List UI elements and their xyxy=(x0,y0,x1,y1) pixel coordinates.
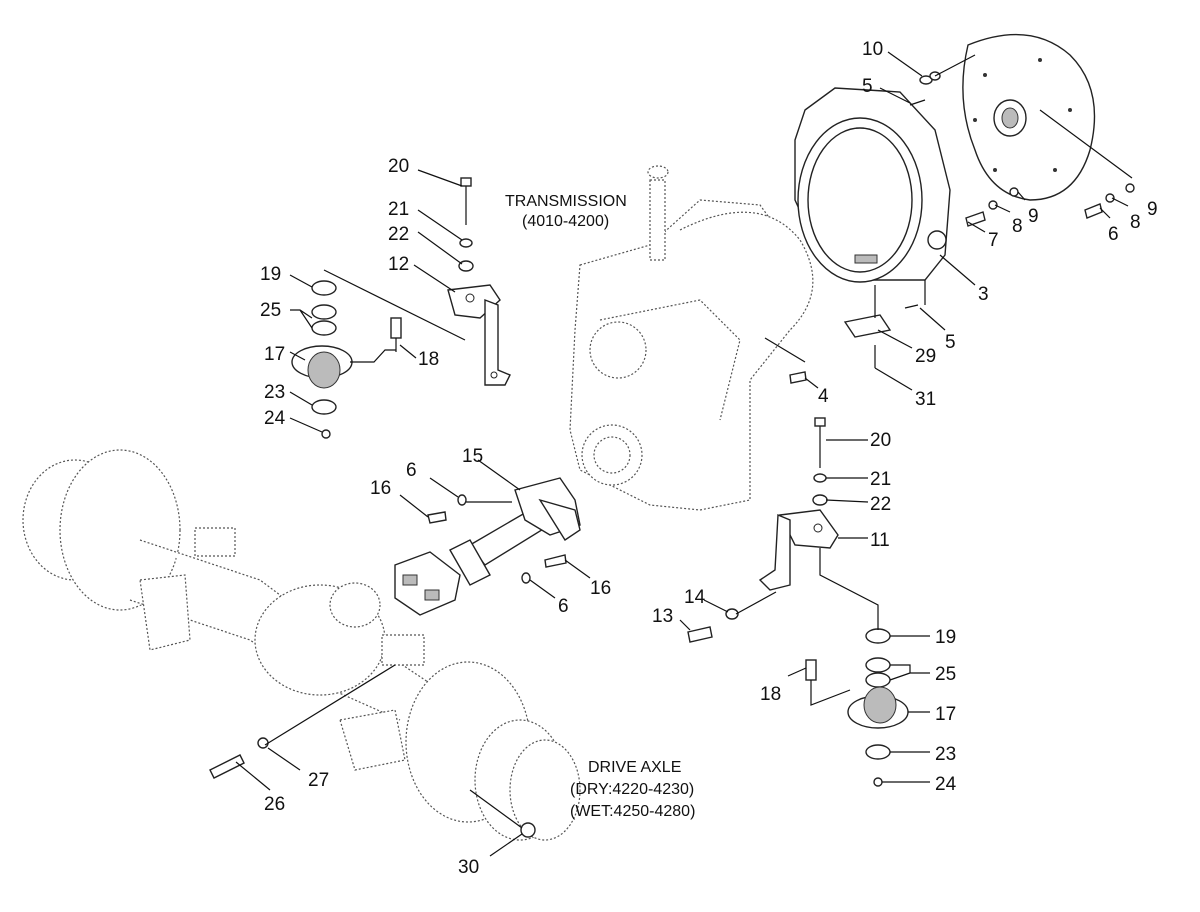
axle-caption-line1: DRIVE AXLE xyxy=(588,759,681,776)
callout-25: 25 xyxy=(260,300,281,321)
callout-26: 26 xyxy=(264,794,285,815)
callout-18: 18 xyxy=(760,684,781,705)
callout-5: 5 xyxy=(862,76,873,97)
callout-8: 8 xyxy=(1012,216,1023,237)
callout-17: 17 xyxy=(935,704,956,725)
mount-bracket-12 xyxy=(447,284,511,386)
leader-lines xyxy=(235,51,1133,857)
transmission xyxy=(569,165,814,511)
callout-18: 18 xyxy=(418,349,439,370)
callout-16: 16 xyxy=(590,578,611,599)
callout-3: 3 xyxy=(978,284,989,305)
callout-9: 9 xyxy=(1028,206,1039,227)
callout-13: 13 xyxy=(652,606,673,627)
callout-31: 31 xyxy=(915,389,936,410)
callout-22: 22 xyxy=(388,224,409,245)
callout-27: 27 xyxy=(308,770,329,791)
callout-25: 25 xyxy=(935,664,956,685)
callout-14: 14 xyxy=(684,587,706,608)
callout-19: 19 xyxy=(260,264,281,285)
callout-23: 23 xyxy=(264,382,285,403)
transmission-caption-line1: TRANSMISSION xyxy=(505,193,627,210)
drive-axle xyxy=(22,449,581,841)
callout-5: 5 xyxy=(945,332,956,353)
callout-4: 4 xyxy=(818,386,829,407)
callout-8: 8 xyxy=(1130,212,1141,233)
flywheel-housing xyxy=(794,87,951,283)
callout-21: 21 xyxy=(388,199,409,220)
propeller-shaft xyxy=(394,477,581,616)
flex-plate xyxy=(962,33,1096,201)
callout-6: 6 xyxy=(558,596,569,617)
callout-10: 10 xyxy=(862,39,883,60)
callout-numbers: 10 5 9 9 8 8 7 6 3 5 29 31 4 20 21 22 12… xyxy=(260,39,1158,878)
callout-17: 17 xyxy=(264,344,285,365)
callout-16: 16 xyxy=(370,478,391,499)
callout-7: 7 xyxy=(988,230,999,251)
callout-6: 6 xyxy=(406,460,417,481)
callout-20: 20 xyxy=(870,430,891,451)
callout-6: 6 xyxy=(1108,224,1119,245)
callout-12: 12 xyxy=(388,254,409,275)
mount-bracket-11 xyxy=(758,509,839,591)
callout-15: 15 xyxy=(462,446,483,467)
callout-30: 30 xyxy=(458,857,479,878)
callout-9: 9 xyxy=(1147,199,1158,220)
captions: TRANSMISSION (4010-4200) DRIVE AXLE (DRY… xyxy=(505,193,695,820)
callout-20: 20 xyxy=(388,156,409,177)
callout-11: 11 xyxy=(870,530,890,551)
callout-23: 23 xyxy=(935,744,956,765)
axle-caption-line2: (DRY:4220-4230) xyxy=(570,781,694,798)
axle-caption-line3: (WET:4250-4280) xyxy=(570,803,695,820)
fasteners xyxy=(209,71,1135,838)
callout-21: 21 xyxy=(870,469,891,490)
callout-24: 24 xyxy=(264,408,286,429)
callout-22: 22 xyxy=(870,494,891,515)
callout-19: 19 xyxy=(935,627,956,648)
callout-24: 24 xyxy=(935,774,957,795)
transmission-caption-line2: (4010-4200) xyxy=(522,213,609,230)
callout-29: 29 xyxy=(915,346,936,367)
